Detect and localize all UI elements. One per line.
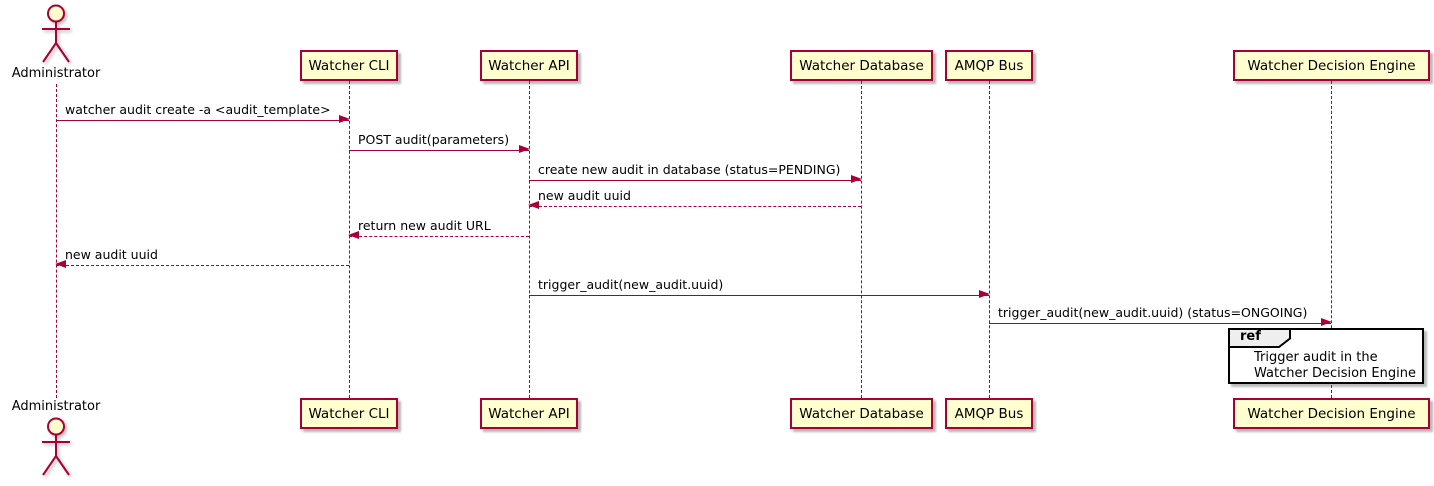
ref-fragment: ref Trigger audit in the Watcher Decisio… <box>1228 328 1424 384</box>
actor-label-top: Administrator <box>11 66 101 81</box>
actor-label-bottom: Administrator <box>11 399 101 414</box>
participant-label: Watcher API <box>488 405 570 422</box>
arrowhead-right-icon <box>519 145 530 154</box>
ref-keyword-badge: ref <box>1228 328 1292 348</box>
participant-watcher-decision-engine-top: Watcher Decision Engine <box>1233 50 1430 81</box>
participant-watcher-decision-engine-bottom: Watcher Decision Engine <box>1233 398 1430 429</box>
lifeline-watcher-cli <box>348 81 350 398</box>
message-label: new audit uuid <box>538 188 631 203</box>
participant-amqp-bus-bottom: AMQP Bus <box>945 398 1033 429</box>
message-line <box>989 318 1332 327</box>
participant-watcher-cli-top: Watcher CLI <box>300 50 398 81</box>
participant-label: Watcher CLI <box>308 405 390 422</box>
participant-label: Watcher API <box>488 57 570 74</box>
message-label: trigger_audit(new_audit.uuid) (status=ON… <box>998 305 1308 320</box>
message-line <box>349 145 530 154</box>
lifeline-administrator <box>55 84 57 398</box>
message-7: trigger_audit(new_audit.uuid) <box>529 277 990 299</box>
arrowhead-left-icon <box>348 231 359 240</box>
participant-label: AMQP Bus <box>954 405 1024 422</box>
message-label: create new audit in database (status=PEN… <box>538 162 841 177</box>
message-3: create new audit in database (status=PEN… <box>529 162 862 184</box>
message-label: watcher audit create -a <audit_template> <box>65 102 331 117</box>
participant-watcher-api-bottom: Watcher API <box>480 398 578 429</box>
ref-text: Trigger audit in the Watcher Decision En… <box>1254 350 1416 381</box>
message-2: POST audit(parameters) <box>349 132 530 154</box>
participant-label: Watcher Decision Engine <box>1247 405 1416 422</box>
message-label: return new audit URL <box>358 218 491 233</box>
arrowhead-right-icon <box>339 115 350 124</box>
message-label: new audit uuid <box>65 247 158 262</box>
participant-label: Watcher Database <box>799 57 924 74</box>
participant-label: AMQP Bus <box>954 57 1024 74</box>
participant-watcher-database-bottom: Watcher Database <box>790 398 933 429</box>
arrowhead-left-icon <box>528 201 539 210</box>
message-line <box>528 201 861 210</box>
lifeline-amqp-bus <box>988 81 990 398</box>
participant-watcher-database-top: Watcher Database <box>790 50 933 81</box>
lifeline-watcher-api <box>528 81 530 398</box>
message-8: trigger_audit(new_audit.uuid) (status=ON… <box>989 305 1332 327</box>
participant-label: Watcher Database <box>799 405 924 422</box>
arrowhead-right-icon <box>851 175 862 184</box>
lifeline-watcher-database <box>860 81 862 398</box>
message-line <box>56 115 350 124</box>
actor-administrator-icon <box>42 4 70 63</box>
arrowhead-left-icon <box>55 260 66 269</box>
participant-label: Watcher CLI <box>308 57 390 74</box>
lifeline-watcher-decision-engine <box>1330 81 1332 398</box>
ref-keyword: ref <box>1240 329 1261 344</box>
participant-label: Watcher Decision Engine <box>1247 57 1416 74</box>
participant-watcher-api-top: Watcher API <box>480 50 578 81</box>
arrowhead-right-icon <box>1321 318 1332 327</box>
message-4: new audit uuid <box>528 188 861 210</box>
actor-administrator-icon <box>42 417 70 476</box>
message-line <box>529 175 862 184</box>
message-label: POST audit(parameters) <box>358 132 510 147</box>
message-label: trigger_audit(new_audit.uuid) <box>538 277 724 292</box>
message-line <box>529 290 990 299</box>
participant-amqp-bus-top: AMQP Bus <box>945 50 1033 81</box>
message-line <box>348 231 529 240</box>
message-5: return new audit URL <box>348 218 529 240</box>
ref-pentagon-icon <box>1228 328 1291 348</box>
message-line <box>55 260 349 269</box>
message-1: watcher audit create -a <audit_template> <box>56 102 350 124</box>
message-6: new audit uuid <box>55 247 349 269</box>
arrowhead-right-icon <box>979 290 990 299</box>
participant-watcher-cli-bottom: Watcher CLI <box>300 398 398 429</box>
